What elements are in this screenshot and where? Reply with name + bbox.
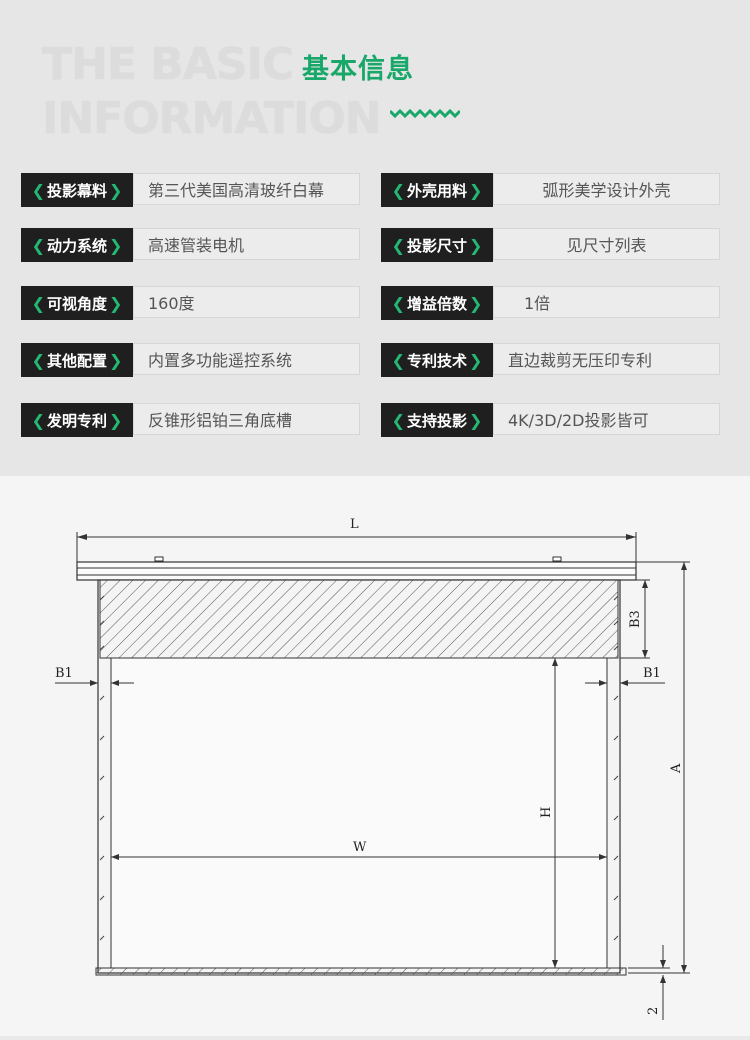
dimension-B1-right: B1: [585, 666, 665, 686]
chevron-right-icon: ❯: [109, 293, 123, 313]
chevron-left-icon: ❮: [391, 410, 405, 430]
zigzag-decoration: [390, 108, 460, 118]
chevron-left-icon: ❮: [31, 180, 45, 200]
spec-label: ❮支持投影❯: [381, 403, 493, 437]
spec-label-text: 专利技术: [406, 351, 467, 370]
label-B1-left: B1: [55, 666, 73, 681]
label-W: W: [353, 840, 367, 855]
spec-label-text: 投影幕料: [46, 181, 107, 200]
spec-label-text: 支持投影: [406, 411, 467, 430]
chevron-left-icon: ❮: [391, 235, 405, 255]
spec-label-text: 可视角度: [46, 294, 107, 313]
spec-label: ❮可视角度❯: [21, 286, 133, 320]
spec-value: 第三代美国高清玻纤白幕: [133, 173, 360, 205]
dimension-L: L: [76, 517, 637, 562]
spec-value: 反锥形铝铂三角底槽: [133, 403, 360, 435]
spec-label: ❮发明专利❯: [21, 403, 133, 437]
dimension-B1-left: B1: [55, 666, 134, 686]
dimension-diagram: L: [0, 476, 750, 1036]
chevron-right-icon: ❯: [469, 293, 483, 313]
spec-item-case-material: ❮外壳用料❯ 弧形美学设计外壳: [381, 173, 721, 207]
spec-item-gain: ❮增益倍数❯ 1倍: [381, 286, 721, 320]
housing: [76, 556, 637, 581]
label-L: L: [350, 517, 359, 532]
spec-label: ❮外壳用料❯: [381, 173, 493, 207]
label-H: H: [539, 807, 554, 818]
spec-label-text: 动力系统: [46, 236, 107, 255]
label-B3: B3: [628, 610, 643, 628]
dimension-bottom: 2: [628, 945, 670, 1020]
spec-value: 高速管装电机: [133, 228, 360, 260]
chevron-right-icon: ❯: [469, 180, 483, 200]
chevron-left-icon: ❮: [31, 235, 45, 255]
label-bottom: 2: [646, 1007, 661, 1015]
spec-item-viewing-angle: ❮可视角度❯ 160度: [21, 286, 361, 320]
spec-value: 内置多功能遥控系统: [133, 343, 360, 375]
chevron-right-icon: ❯: [469, 350, 483, 370]
chevron-right-icon: ❯: [109, 410, 123, 430]
dimension-W: W: [111, 840, 607, 860]
chevron-left-icon: ❮: [31, 293, 45, 313]
screen-dimension-drawing: L: [55, 517, 690, 1020]
spec-value: 4K/3D/2D投影皆可: [493, 403, 720, 435]
spec-label-text: 发明专利: [46, 411, 107, 430]
spec-label: ❮投影幕料❯: [21, 173, 133, 207]
spec-item-power-system: ❮动力系统❯ 高速管装电机: [21, 228, 361, 262]
chevron-left-icon: ❮: [31, 350, 45, 370]
label-B1-right: B1: [643, 666, 661, 681]
spec-label: ❮动力系统❯: [21, 228, 133, 262]
spec-value: 直边裁剪无压印专利: [493, 343, 720, 375]
spec-value: 160度: [133, 286, 360, 318]
section-title: 基本信息: [302, 54, 414, 85]
headline-line-1: THE BASIC: [42, 39, 294, 90]
english-headline: THE BASIC INFORMATION: [42, 39, 382, 144]
spec-label-text: 其他配置: [46, 351, 107, 370]
chevron-right-icon: ❯: [469, 410, 483, 430]
spec-label: ❮投影尺寸❯: [381, 228, 493, 262]
screen-frame: [95, 579, 627, 976]
spec-value: 1倍: [493, 286, 720, 318]
spec-item-projection-support: ❮支持投影❯ 4K/3D/2D投影皆可: [381, 403, 721, 437]
chevron-left-icon: ❮: [31, 410, 45, 430]
spec-value: 弧形美学设计外壳: [493, 173, 720, 205]
headline-line-2: INFORMATION: [42, 93, 382, 144]
dimension-B3: B3: [620, 579, 650, 659]
chevron-left-icon: ❮: [391, 293, 405, 313]
spec-label: ❮其他配置❯: [21, 343, 133, 377]
spec-value: 见尺寸列表: [493, 228, 720, 260]
spec-item-projection-size: ❮投影尺寸❯ 见尺寸列表: [381, 228, 721, 262]
dimension-A: A: [628, 561, 690, 974]
chevron-left-icon: ❮: [391, 180, 405, 200]
chevron-right-icon: ❯: [469, 235, 483, 255]
basic-info-section: THE BASIC INFORMATION 基本信息 ❮投影幕料❯ 第三代美国高…: [0, 0, 750, 476]
chevron-right-icon: ❯: [109, 350, 123, 370]
spec-label-text: 投影尺寸: [406, 236, 467, 255]
label-A: A: [669, 763, 684, 774]
spec-item-patent-tech: ❮专利技术❯ 直边裁剪无压印专利: [381, 343, 721, 377]
spec-item-invention-patent: ❮发明专利❯ 反锥形铝铂三角底槽: [21, 403, 361, 437]
spec-label: ❮增益倍数❯: [381, 286, 493, 320]
spec-label: ❮专利技术❯: [381, 343, 493, 377]
spec-item-other-config: ❮其他配置❯ 内置多功能遥控系统: [21, 343, 361, 377]
spec-label-text: 增益倍数: [406, 294, 467, 313]
chevron-right-icon: ❯: [109, 180, 123, 200]
spec-label-text: 外壳用料: [406, 181, 467, 200]
chevron-right-icon: ❯: [109, 235, 123, 255]
dimension-H: H: [539, 658, 558, 968]
chevron-left-icon: ❮: [391, 350, 405, 370]
spec-item-screen-material: ❮投影幕料❯ 第三代美国高清玻纤白幕: [21, 173, 361, 207]
